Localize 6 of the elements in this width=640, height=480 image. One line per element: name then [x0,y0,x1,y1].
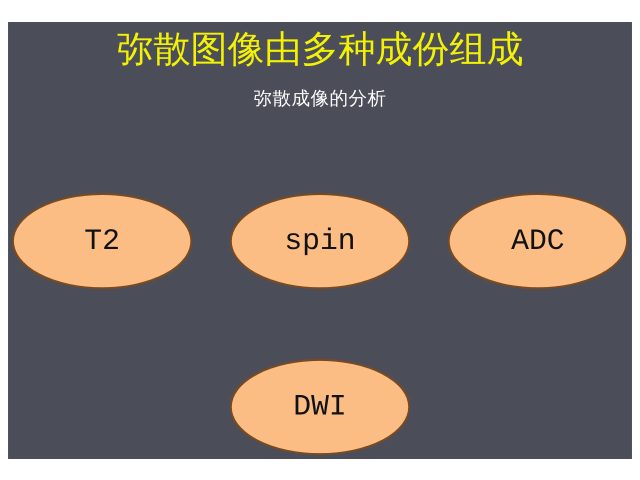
node-ellipse: spin [230,192,410,289]
label: 弥散成像的分析 [254,88,386,109]
node-ellipse: DWI [230,358,410,454]
diagram-title: 弥散图像由多种成份组成 [116,27,524,70]
node-ellipse: T2 [12,192,192,289]
node-ellipse: ADC [448,192,628,289]
